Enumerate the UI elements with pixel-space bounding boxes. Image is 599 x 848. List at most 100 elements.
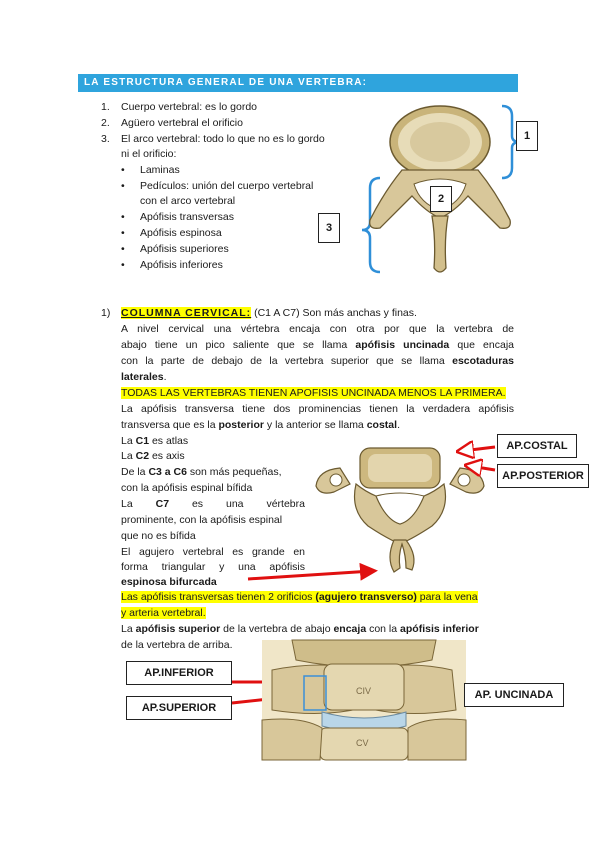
list-text: El arco vertebral: todo lo que no es lo …: [121, 133, 325, 145]
bullet-text: Laminas: [140, 164, 180, 176]
para2-line1: La apófisis transversa tiene dos promine…: [121, 403, 514, 415]
text-run: de la vertebra de abajo: [220, 623, 334, 635]
bullet-text: Apófisis inferiores: [140, 259, 223, 271]
list-item: 1. Cuerpo vertebral: es lo gordo: [101, 100, 257, 115]
text-run: es: [191, 498, 204, 510]
ap-costal-label: AP.COSTAL: [497, 434, 577, 458]
ap-inferior-label: AP.INFERIOR: [126, 661, 232, 685]
text-run: La: [121, 450, 136, 462]
c1-line: La C1 es atlas: [121, 434, 188, 449]
text-run: La: [121, 623, 136, 635]
highlight-text: y arteria vertebral.: [121, 607, 206, 619]
list-item: 3. El arco vertebral: todo lo que no es …: [101, 132, 325, 147]
term: encaja: [333, 623, 367, 635]
agujero-line1: El agujero vertebral es grande en: [121, 546, 305, 558]
list-text: Agüero vertebral el orificio: [121, 117, 243, 129]
c3-line: De la C3 a C6 son más pequeñas,: [121, 465, 282, 480]
label-1-box: 1: [516, 121, 538, 151]
agujero-line2: forma triangular y una apófisis: [121, 561, 305, 573]
highlight-text: para la vena: [416, 591, 478, 603]
arrow-bifurcada: [247, 562, 378, 581]
arrow-posterior: [470, 466, 496, 470]
c3-line2: con la apófisis espinal bífida: [121, 482, 253, 494]
bullet-item: • Pedículos: unión del cuerpo vertebral: [121, 180, 314, 192]
text-run: .: [397, 419, 400, 431]
text-run: es atlas: [149, 435, 189, 447]
laterales-term: laterales: [121, 371, 164, 383]
text-run: La: [121, 498, 133, 510]
bullet-item: • Laminas: [121, 164, 180, 176]
posterior-term: posterior: [218, 419, 264, 431]
bullet-text: Apófisis transversas: [140, 211, 234, 223]
agujero-transverso-term: (agujero transverso): [315, 591, 417, 603]
uncinada-term: apófisis uncinada: [355, 339, 450, 351]
list-number: 3.: [101, 133, 110, 145]
text-run: son más pequeñas,: [186, 466, 282, 478]
c7-term: C7: [155, 498, 170, 510]
list-text: Cuerpo vertebral: es lo gordo: [121, 101, 257, 113]
text-run: .: [163, 371, 167, 383]
highlight-text: Las apófisis transversas tienen 2 orific…: [121, 591, 316, 603]
c7-line3: que no es bífida: [121, 530, 196, 542]
bullet-item: • Apófisis transversas: [121, 211, 234, 223]
para2-line2: transversa que es la posterior y la ante…: [121, 418, 400, 433]
c2-line: La C2 es axis: [121, 449, 185, 464]
highlight-transverso-l2: y arteria vertebral.: [121, 606, 206, 621]
highlight-uncinada: TODAS LAS VERTEBRAS TIENEN APOFISIS UNCI…: [121, 386, 506, 401]
para1-line2: abajo tiene un pico saliente que se llam…: [121, 338, 514, 353]
bullet-item: • Apófisis inferiores: [121, 259, 223, 271]
vertebra-top-illustration: [361, 104, 521, 274]
bullet-text: Apófisis espinosa: [140, 227, 222, 239]
costal-term: costal: [366, 419, 398, 431]
highlight-transverso-l1: Las apófisis transversas tienen 2 orific…: [121, 590, 478, 605]
text-run: vértebra: [266, 498, 305, 510]
bullet-item: • Apófisis espinosa: [121, 227, 222, 239]
list-text-cont: ni el orificio:: [121, 148, 177, 160]
cervical-vertebra-illustration: [315, 447, 485, 573]
bullet-text-cont: con el arco vertebral: [140, 195, 236, 207]
para1-line3: con la parte de debajo de la vertebra su…: [121, 354, 514, 369]
c7-line: La C7 es una vértebra: [121, 497, 305, 512]
text-run: y la anterior se llama: [263, 419, 367, 431]
label-3-box: 3: [318, 213, 340, 243]
cervical-heading: 1) COLUMNA CERVICAL: (C1 A C7) Son más a…: [101, 306, 417, 321]
vertebra-label-cv: CV: [356, 738, 369, 748]
text-run: con la parte de debajo de la vertebra su…: [121, 355, 453, 367]
c7-line2: prominente, con la apófisis espinal: [121, 514, 283, 526]
para1-line4: laterales.: [121, 370, 167, 385]
text-run: La: [121, 435, 136, 447]
list-item: 2. Agüero vertebral el orificio: [101, 116, 243, 131]
label-2-box: 2: [430, 186, 452, 212]
c3-c6-term: C3 a C6: [148, 466, 187, 478]
agujero-line3: espinosa bifurcada: [121, 576, 217, 588]
vertebra-label-civ: CIV: [356, 686, 371, 696]
ap-uncinada-label: AP. UNCINADA: [464, 683, 564, 707]
term: apófisis superior: [135, 623, 221, 635]
section-number: 1): [101, 307, 111, 319]
arrow-costal: [462, 447, 496, 451]
section-header: LA ESTRUCTURA GENERAL DE UNA VERTEBRA:: [78, 74, 518, 92]
text-run: abajo tiene un pico saliente que se llam…: [121, 339, 356, 351]
text-run: una: [225, 498, 244, 510]
para3-line1: La apófisis superior de la vertebra de a…: [121, 622, 479, 637]
cervical-column-illustration: CIV CV: [261, 639, 467, 761]
term: apófisis inferior: [400, 623, 479, 635]
list-number: 2.: [101, 117, 110, 129]
text-run: transversa que es la: [121, 419, 219, 431]
cervical-title: COLUMNA CERVICAL:: [121, 307, 252, 319]
c2-term: C2: [135, 450, 150, 462]
text-run: que encaja: [449, 339, 514, 351]
text-run: De la: [121, 466, 149, 478]
c1-term: C1: [135, 435, 150, 447]
text-run: es axis: [149, 450, 185, 462]
highlight-text: TODAS LAS VERTEBRAS TIENEN APOFISIS UNCI…: [121, 387, 506, 399]
bullet-text: Pedículos: unión del cuerpo vertebral: [140, 180, 314, 192]
ap-posterior-label: AP.POSTERIOR: [497, 464, 589, 488]
bullet-text: Apófisis superiores: [140, 243, 229, 255]
text-run: con la: [366, 623, 401, 635]
para3-line2: de la vertebra de arriba.: [121, 639, 233, 651]
list-number: 1.: [101, 101, 110, 113]
bullet-item: • Apófisis superiores: [121, 243, 229, 255]
cervical-subtitle: (C1 A C7) Son más anchas y finas.: [251, 307, 417, 319]
para1-line1: A nivel cervical una vértebra encaja con…: [121, 323, 514, 335]
